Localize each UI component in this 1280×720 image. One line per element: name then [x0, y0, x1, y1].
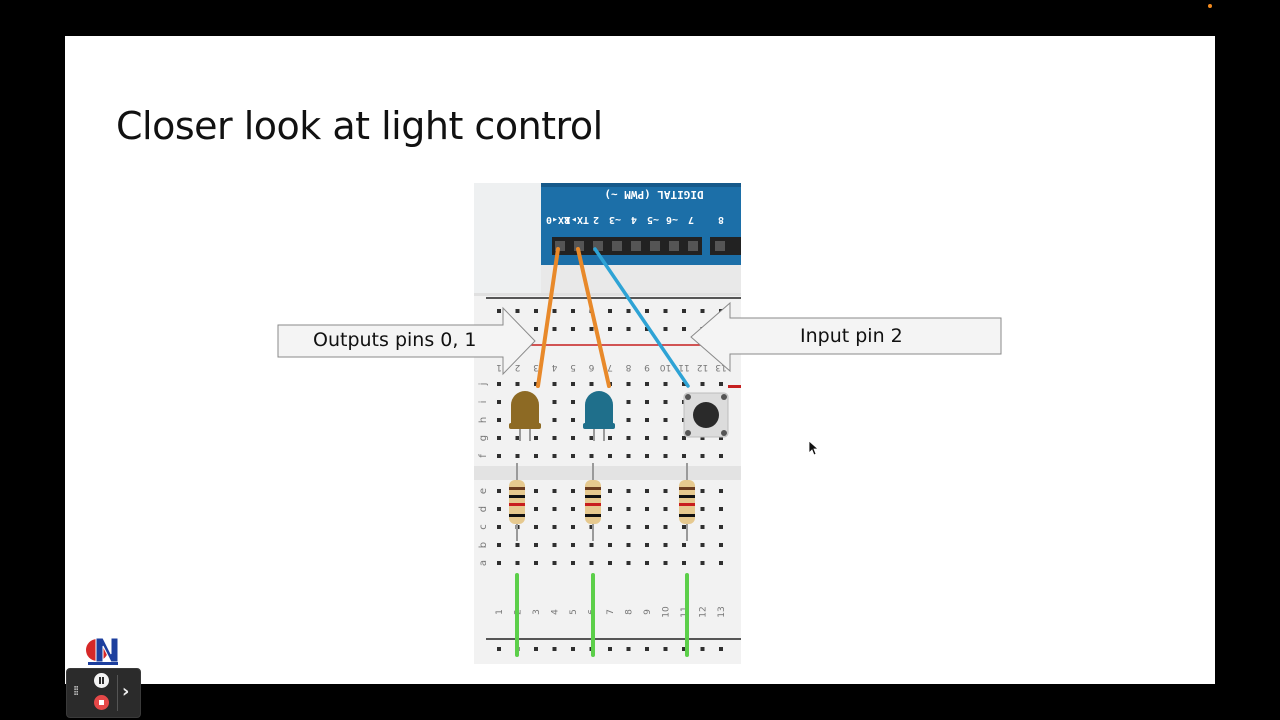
pause-recording-button[interactable]: [94, 673, 109, 688]
digital-pin-header: [552, 237, 702, 255]
column-number: 3: [533, 362, 539, 372]
pin-label: TX▸1: [565, 214, 589, 225]
callout-input: Input pin 2: [690, 301, 1002, 373]
row-letter: j: [478, 383, 489, 387]
resistor: [509, 463, 525, 541]
pin-label: ~6: [666, 214, 678, 225]
row-letter: b: [478, 542, 489, 548]
column-number: 9: [644, 362, 650, 372]
toolbar-divider: [117, 675, 118, 711]
row-letter: g: [478, 435, 489, 441]
screen-recorder-toolbar: ⁞⁞ ›: [66, 668, 141, 718]
column-number: 4: [551, 609, 561, 615]
column-number: 10: [660, 362, 672, 372]
stop-recording-button[interactable]: [94, 695, 109, 710]
column-number: 1: [496, 362, 502, 372]
column-number: 8: [625, 362, 631, 372]
column-number: 5: [569, 609, 579, 615]
expand-chevron-icon[interactable]: ›: [122, 681, 130, 702]
led-left: [509, 391, 541, 441]
pin-label: ~3: [609, 214, 621, 225]
resistor: [585, 463, 601, 541]
pin-label: 8: [718, 214, 724, 225]
drag-handle-icon[interactable]: ⁞⁞: [73, 684, 79, 699]
wire-pin1: [576, 247, 611, 388]
row-letter: c: [478, 524, 489, 530]
callout-input-label: Input pin 2: [800, 325, 903, 347]
column-number: 10: [662, 606, 672, 618]
row-letter: h: [478, 417, 489, 423]
column-number: 7: [606, 609, 616, 615]
row-letter: d: [478, 506, 489, 512]
row-letter: a: [478, 560, 489, 566]
mouse-cursor-icon: [809, 441, 819, 456]
column-number: 9: [643, 609, 653, 615]
column-number: 13: [715, 362, 726, 372]
pin-label: ~5: [647, 214, 659, 225]
column-number: 12: [697, 362, 708, 372]
column-number: 1: [495, 609, 505, 615]
push-button: [683, 392, 729, 438]
pin-label: 2: [593, 214, 599, 225]
column-number: 2: [515, 362, 521, 372]
callout-outputs: Outputs pins 0, 1: [277, 306, 537, 376]
led-right: [583, 391, 615, 441]
pin-label: RX◂0: [546, 214, 570, 225]
digital-header-label: DIGITAL (PWM ~): [604, 188, 703, 201]
column-number: 7: [607, 362, 613, 372]
column-number: 13: [717, 606, 727, 617]
notification-dot: [1208, 4, 1212, 8]
column-number: 11: [678, 362, 689, 372]
resistor: [679, 463, 695, 541]
column-number: 8: [625, 609, 635, 615]
callout-outputs-label: Outputs pins 0, 1: [313, 329, 477, 351]
slide-title: Closer look at light control: [116, 104, 603, 148]
row-letter: e: [478, 488, 489, 494]
breadboard-circuit-image: DIGITAL (PWM ~) RX◂0TX▸1 2 ~3 4 ~5 ~6 7 8 j i h g f…: [474, 183, 741, 664]
column-number: 3: [532, 609, 542, 615]
pin-label: 4: [631, 214, 637, 225]
column-number: 6: [588, 362, 594, 372]
column-number: 4: [551, 362, 557, 372]
arrow-right-icon: [277, 306, 536, 376]
column-number: 5: [570, 362, 576, 372]
wire-pin0: [536, 247, 560, 388]
presentation-slide: Closer look at light control DIGITAL (PW…: [65, 36, 1215, 684]
row-letter: f: [478, 454, 489, 458]
pin-label: 7: [688, 214, 694, 225]
wire-pin2: [593, 247, 690, 388]
channel-logo-icon: [86, 637, 119, 665]
column-number: 12: [699, 606, 709, 617]
row-letter: i: [478, 401, 489, 404]
arrow-left-icon: [690, 301, 1002, 373]
